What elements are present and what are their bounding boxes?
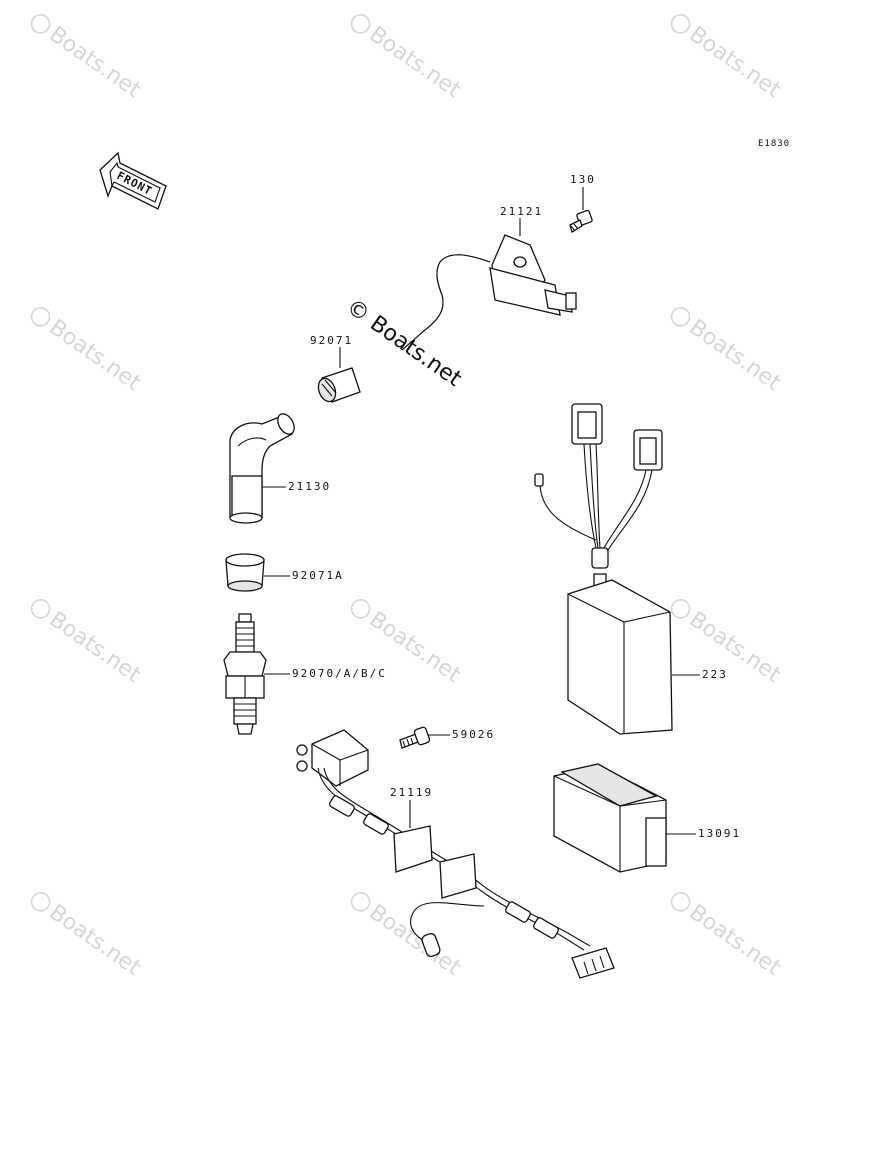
watermark-text: Boats.net [685,22,786,103]
ref-label-59026: 21119 [390,786,433,799]
ref-label-92070: 92070/A/B/C [292,667,387,680]
bolt-130 [569,187,593,233]
cap-92071A [225,553,290,592]
spark-plug-92070 [223,613,290,735]
brand-watermark: © Boats.net [342,294,467,392]
ref-label-13091: 13091 [698,827,741,840]
ref-label-92071A: 92071A [292,569,344,582]
spark-plug-cap-21130 [229,413,295,524]
diagram-code: E1830 [758,139,790,149]
ref-label-21130: 21130 [288,480,331,493]
ref-label-223: 59026 [452,728,495,741]
watermark-text: Boats.net [365,22,466,103]
watermark-text: Boats.net [685,315,786,396]
case-13091 [553,763,696,873]
front-arrow-icon: FRONT [99,151,167,210]
watermark-text: Boats.net [365,900,466,981]
cap-92071 [317,347,361,403]
watermark-text: Boats.net [45,22,146,103]
watermark-text: Boats.net [685,900,786,981]
watermark-text: Boats.net [45,315,146,396]
watermark-text: Boats.net [45,900,146,981]
ref-label-21121: 21121 [500,205,543,218]
watermark-text: Boats.net [685,607,786,688]
ref-label-92071: 92071 [310,334,353,347]
bolt-223 [399,726,450,749]
pickup-harness-59026 [296,729,615,979]
ref-label-21119: 223 [702,668,728,681]
watermark-text: Boats.net [45,607,146,688]
ref-label-130: 130 [570,173,596,186]
ignition-coil-21121 [401,218,577,351]
igniter-21119 [534,403,700,735]
